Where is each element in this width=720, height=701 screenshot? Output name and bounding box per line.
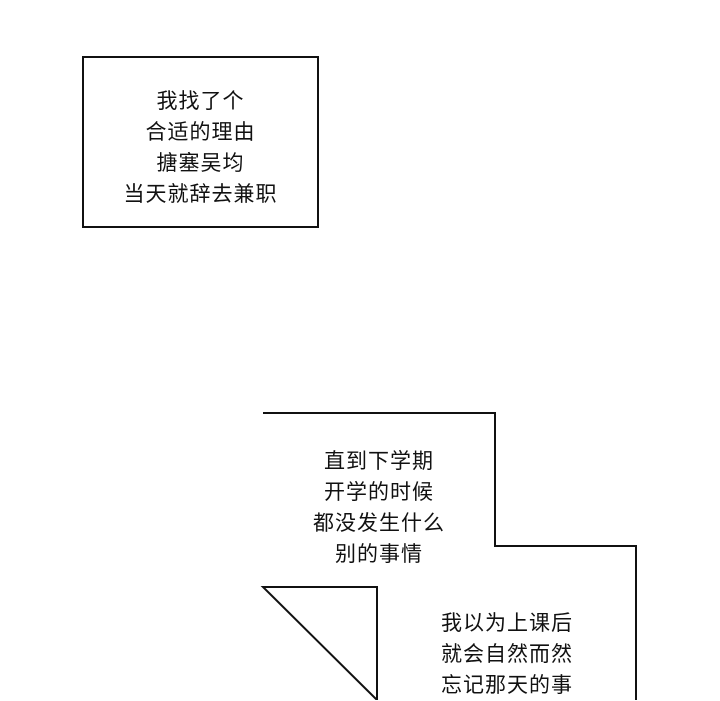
caption-text-1: 我找了个 合适的理由 搪塞吴均 当天就辞去兼职 [84,86,317,210]
caption-1-line-1: 我找了个 [156,89,245,113]
caption-2-line-4: 别的事情 [335,542,423,566]
caption-1-line-3: 搪塞吴均 [156,151,245,175]
caption-3-line-1: 我以为上课后 [441,611,573,635]
caption-box-1 [82,56,319,228]
caption-2-line-3: 都没发生什么 [313,511,445,535]
caption-text-2: 直到下学期 开学的时候 都没发生什么 别的事情 [264,446,494,570]
caption-2-line-2: 开学的时候 [324,480,434,504]
caption-1-line-2: 合适的理由 [145,120,256,144]
caption-1-line-4: 当天就辞去兼职 [123,182,278,206]
caption-3-line-2: 就会自然而然 [441,642,573,666]
caption-2-line-1: 直到下学期 [324,449,434,473]
caption-text-3: 我以为上课后 就会自然而然 忘记那天的事 [378,608,636,701]
caption-3-line-3: 忘记那天的事 [441,673,573,697]
